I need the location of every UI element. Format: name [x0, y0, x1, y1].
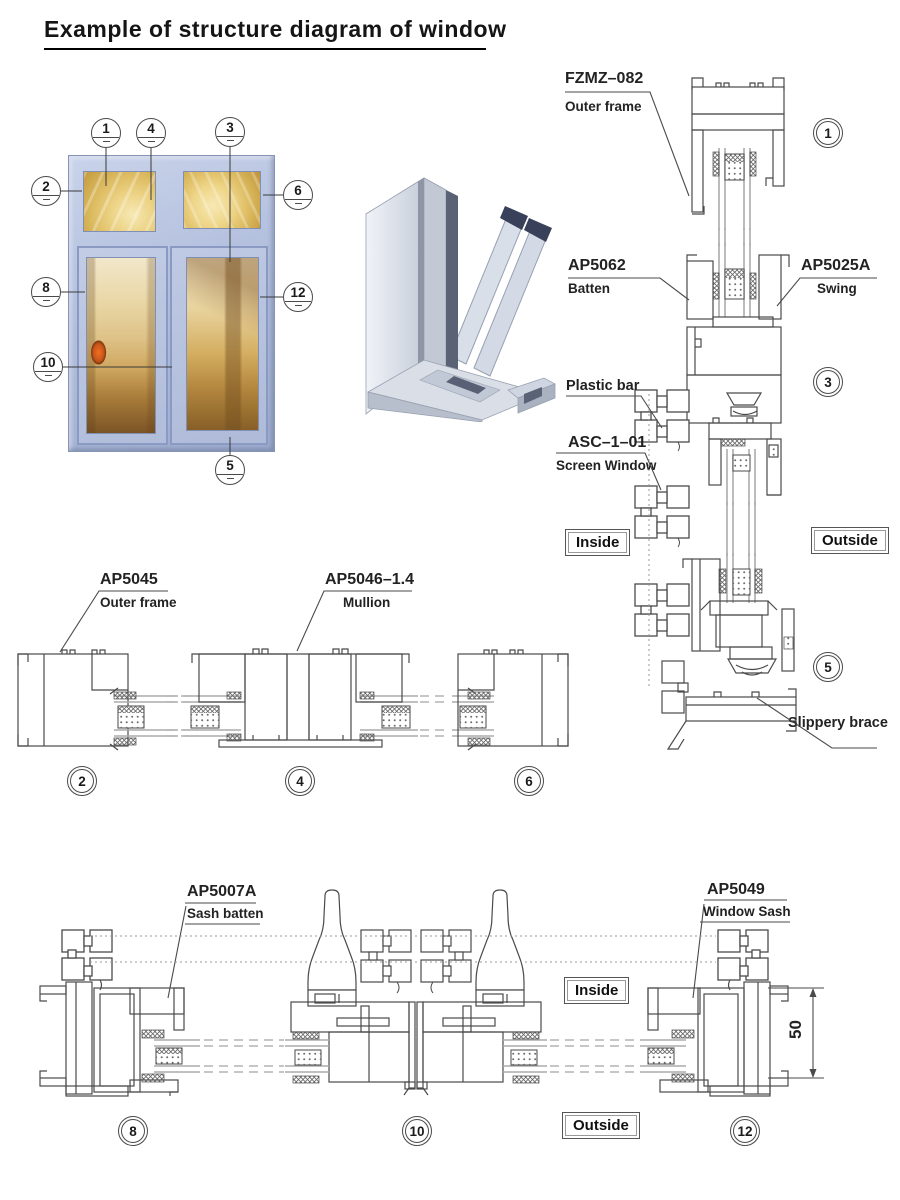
- outside-box-bottom-row: Outside: [562, 1112, 640, 1139]
- callout-number: 8: [42, 280, 50, 295]
- window-callout-6: 6: [283, 180, 313, 210]
- label-fzmz-code: FZMZ–082: [565, 70, 644, 87]
- window-callout-3: 3: [215, 117, 245, 147]
- label-ap5062-name: Batten: [568, 281, 611, 296]
- label-ap5049-name: Window Sash: [703, 904, 791, 919]
- section-circle-6: 6: [514, 766, 544, 796]
- title-underline: [44, 48, 486, 50]
- label-asc-code: ASC–1–01: [568, 434, 647, 451]
- label-ap5046-code: AP5046–1.4: [325, 571, 414, 588]
- section-5-drawing: [661, 553, 797, 750]
- section-circle-12: 12: [730, 1116, 760, 1146]
- window-callout-4: 4: [136, 118, 166, 148]
- profile-3d-render: [365, 177, 556, 422]
- outside-label: Outside: [565, 1115, 637, 1136]
- section-circle-3: 3: [813, 367, 843, 397]
- callout-number: 10: [40, 355, 56, 370]
- label-ap5045-name: Outer frame: [100, 595, 177, 610]
- window-callout-5: 5: [215, 455, 245, 485]
- window-callout-8: 8: [31, 277, 61, 307]
- section-number: 1: [824, 125, 832, 141]
- callout-number: 12: [290, 285, 306, 300]
- label-fzmz-name: Outer frame: [565, 99, 642, 114]
- section-number: 5: [824, 659, 832, 675]
- callout-number: 1: [102, 121, 110, 136]
- label-plastic-bar: Plastic bar: [566, 378, 640, 394]
- inside-box-bottom-row: Inside: [564, 977, 630, 1004]
- window-callout-2: 2: [31, 176, 61, 206]
- window-callout-1: 1: [91, 118, 121, 148]
- section-circle-2: 2: [67, 766, 97, 796]
- label-ap5046-name: Mullion: [343, 595, 391, 610]
- section-number: 10: [409, 1123, 425, 1139]
- label-ap5025a-code: AP5025A: [801, 257, 871, 274]
- section-6-drawing: [452, 649, 569, 751]
- callout-number: 5: [226, 458, 234, 473]
- section-4-drawing: [183, 648, 418, 748]
- window-callout-12: 12: [283, 282, 313, 312]
- section-circle-5: 5: [813, 652, 843, 682]
- section-number: 4: [296, 773, 304, 789]
- section-circle-1: 1: [813, 118, 843, 148]
- section-circle-8: 8: [118, 1116, 148, 1146]
- label-ap5062-code: AP5062: [568, 257, 626, 274]
- sash-pane-left: [86, 257, 156, 434]
- inside-box-right-column: Inside: [565, 529, 631, 556]
- outside-box-right-column: Outside: [811, 527, 889, 554]
- callout-number: 3: [226, 120, 234, 135]
- callout-number: 2: [42, 179, 50, 194]
- label-ap5025a-name: Swing: [817, 281, 857, 296]
- inside-label: Inside: [567, 980, 627, 1001]
- callout-number: 6: [294, 183, 302, 198]
- sash-pane-right: [186, 257, 259, 431]
- section-number: 12: [737, 1123, 753, 1139]
- section-number: 8: [129, 1123, 137, 1139]
- label-asc-name: Screen Window: [556, 458, 657, 473]
- section-1-drawing: [691, 77, 785, 230]
- section-number: 2: [78, 773, 86, 789]
- transom-pane-right: [183, 171, 261, 229]
- label-ap5045-code: AP5045: [100, 571, 158, 588]
- page-title: Example of structure diagram of window: [44, 16, 507, 42]
- section-2-drawing: [17, 649, 178, 751]
- section-number: 6: [525, 773, 533, 789]
- section-10-drawing: [285, 889, 547, 1096]
- callout-number: 4: [147, 121, 155, 136]
- transom-pane-left: [83, 171, 156, 232]
- outside-label: Outside: [814, 530, 886, 551]
- label-slippery-brace: Slippery brace: [788, 715, 888, 731]
- window-callout-10: 10: [33, 352, 63, 382]
- label-ap5007a-code: AP5007A: [187, 883, 257, 900]
- label-ap5049-code: AP5049: [707, 881, 765, 898]
- section-number: 3: [824, 374, 832, 390]
- window-photo-illustration: [68, 155, 275, 452]
- section-circle-4: 4: [285, 766, 315, 796]
- section-circle-10: 10: [402, 1116, 432, 1146]
- label-ap5007a-name: Sash batten: [187, 906, 264, 921]
- section-12-drawing: [640, 929, 789, 1097]
- section-3-drawing: [686, 243, 790, 505]
- inside-label: Inside: [568, 532, 628, 553]
- section-8-drawing: [39, 929, 200, 1097]
